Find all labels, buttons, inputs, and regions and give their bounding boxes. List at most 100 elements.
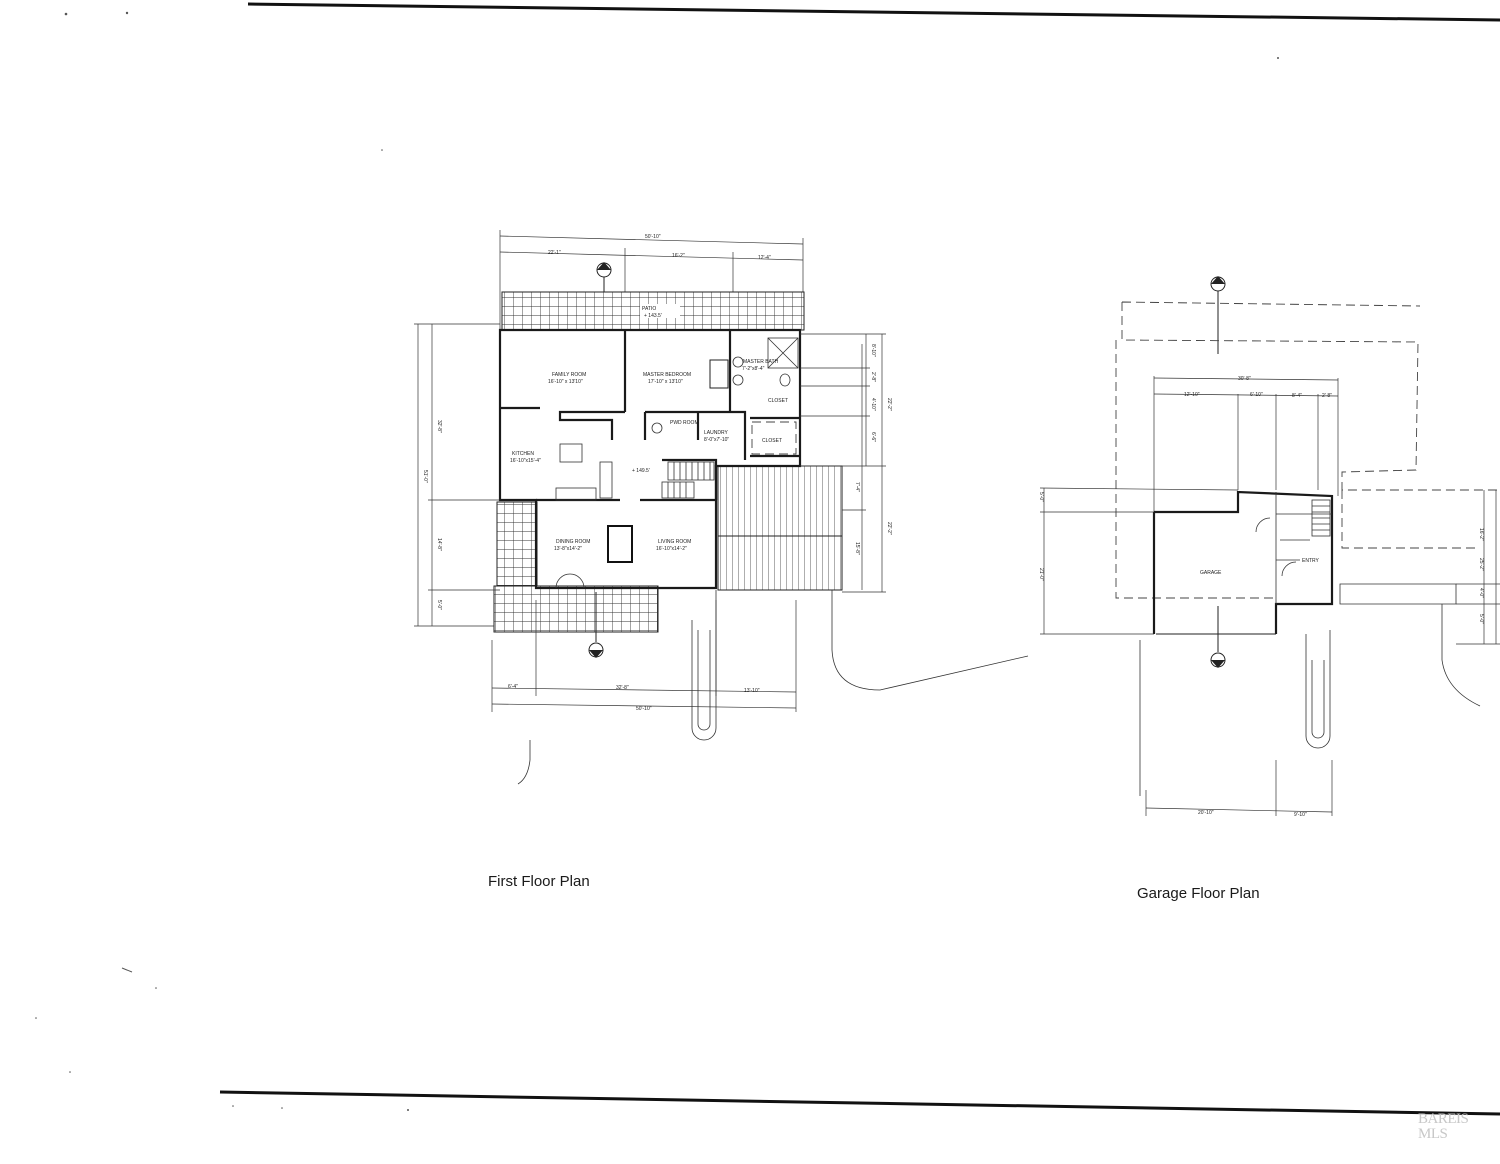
living-room-size: 16'-10"x14'-2" (656, 546, 687, 552)
fireplace-icon (709, 359, 729, 389)
sink-icon (732, 356, 744, 368)
sheet-top-rule (247, 2, 1500, 22)
dining-room-size: 13'-8"x14'-2" (554, 546, 582, 552)
garage-dim-bottom-1: 20'-10" (1198, 810, 1214, 816)
patio-elevation: + 143.5' (644, 313, 662, 319)
upper-floor-outline (1115, 301, 1500, 599)
family-room-label: FAMILY ROOM (552, 372, 586, 378)
upper-floor-outline (1341, 490, 1480, 549)
garage-dim-right-2: 25'-2" (1478, 558, 1484, 571)
family-room-size: 16'-10" x 13'10" (548, 379, 583, 385)
dim-right-8: 22'-2" (886, 522, 892, 535)
section-marker-icon (588, 592, 604, 658)
laundry-size: 8'-0"x7'-10" (704, 437, 729, 443)
kitchen-size: 16'-10"x15'-4" (510, 458, 541, 464)
fireplace-icon (607, 525, 633, 563)
toilet-icon (779, 373, 791, 387)
dim-bottom-2: 32'-8" (616, 685, 629, 691)
walkway (691, 590, 717, 741)
first-floor-right-dimensions: 8'-10" 2'-8" 4'-10" 6'-6" 7'-4" 15'-8" 2… (800, 333, 892, 593)
section-marker-icon (1210, 606, 1226, 668)
walkway (1305, 630, 1331, 749)
door-swing-icon (1255, 517, 1271, 533)
first-floor-left-dimensions: 32'-8" 51'-0" 14'-8" 5'-0" (414, 323, 500, 627)
dim-right-7: 22'-2" (886, 398, 892, 411)
closet-2-outline (751, 421, 797, 455)
deck-right (717, 465, 843, 537)
dim-left-2: 14'-8" (436, 538, 442, 551)
garage-dim-bottom-2: 9'-10" (1294, 812, 1307, 818)
master-bath-label: MASTER BATH (743, 359, 779, 365)
dim-top-1: 22'-1" (548, 250, 561, 256)
kitchen-counter (599, 461, 613, 499)
patio-bottom (493, 585, 659, 633)
elevation-note: + 149.5' (632, 468, 650, 474)
stairs (661, 461, 715, 499)
sink-icon (732, 374, 744, 386)
driveway-edge (1441, 604, 1481, 707)
garage-interior-walls (1275, 492, 1332, 604)
deck-steps (717, 535, 843, 591)
garage-floor-plan: 30'-8" 12'-10" 6'-10" 8'-4" 2'-8" GARAGE… (1038, 276, 1500, 818)
dim-right-6: 15'-8" (854, 542, 860, 555)
first-floor-plan: 50'-10" 22'-1" 16'-2" 12'-4" PATIO + 143… (414, 230, 1029, 785)
garage-right-dimensions: 16'-2" 25'-2" 4'-0" 5'-0" (1456, 490, 1500, 645)
walkway-inner (1311, 660, 1325, 739)
dim-left-overall: 51'-0" (422, 470, 428, 483)
mls-watermark: BAREIS MLS (1418, 1111, 1469, 1142)
garage-dim-left-2: 21'-0" (1038, 568, 1044, 581)
dim-bottom-3: 13'-10" (744, 688, 760, 694)
section-marker-icon (1210, 276, 1226, 354)
walkway-inner (697, 630, 711, 731)
door-swing-icon (1281, 561, 1297, 577)
dim-right-4: 6'-6" (870, 432, 876, 442)
first-floor-plan-caption: First Floor Plan (488, 873, 590, 890)
entry-label: ENTRY (1302, 558, 1320, 564)
garage-dim-right-1: 16'-2" (1478, 528, 1484, 541)
kitchen-counter (555, 487, 597, 501)
stairs (1311, 499, 1331, 537)
dim-top-2: 16'-2" (672, 253, 685, 259)
living-room-label: LIVING ROOM (658, 539, 691, 545)
toilet-icon (651, 422, 663, 434)
first-floor-exterior-walls (498, 328, 802, 590)
shower-icon (767, 337, 799, 369)
closet-2-label: CLOSET (762, 438, 782, 444)
dim-right-1: 8'-10" (870, 344, 876, 357)
garage-dim-right-3: 4'-0" (1478, 588, 1484, 598)
dining-room-label: DINING ROOM (556, 539, 590, 545)
retaining-wall (1339, 583, 1457, 605)
path-edge (517, 740, 531, 785)
master-bath-size: 7'-2"x8'-4" (742, 366, 765, 372)
powder-room-label: PWD ROOM (670, 420, 699, 426)
garage-dim-top-overall: 30'-8" (1238, 376, 1251, 382)
dim-left-3: 5'-0" (436, 600, 442, 610)
garage-label: GARAGE (1200, 570, 1222, 576)
dim-right-2: 2'-8" (870, 372, 876, 382)
garage-dim-left-1: 5'-0" (1038, 492, 1044, 502)
garage-dim-right-4: 5'-0" (1478, 614, 1484, 624)
patio-left (496, 501, 538, 591)
dim-top-3: 12'-4" (758, 255, 771, 261)
scan-artifacts (35, 11, 1279, 1111)
dim-bottom-overall: 50'-10" (636, 706, 652, 712)
patio-label: PATIO (642, 306, 656, 312)
driveway-edge (831, 590, 1029, 691)
garage-left-dimensions: 5'-0" 21'-0" (1038, 487, 1239, 635)
garage-floor-plan-caption: Garage Floor Plan (1137, 885, 1260, 902)
master-bedroom-label: MASTER BEDROOM (643, 372, 691, 378)
dim-left-1: 32'-8" (436, 420, 442, 433)
garage-bottom-dimensions: 20'-10" 9'-10" (1145, 760, 1333, 818)
garage-dim-top-4: 2'-8" (1322, 393, 1332, 399)
garage-dim-top-1: 12'-10" (1184, 392, 1200, 398)
dim-bottom-1: 6'-4" (508, 684, 518, 690)
garage-dim-top-3: 8'-4" (1292, 393, 1302, 399)
kitchen-label: KITCHEN (512, 451, 534, 457)
master-bedroom-size: 17'-10" x 13'10" (648, 379, 683, 385)
dim-top-overall: 50'-10" (645, 234, 661, 240)
first-floor-top-dimensions: 50'-10" 22'-1" 16'-2" 12'-4" (499, 230, 804, 330)
closet-1-label: CLOSET (768, 398, 788, 404)
sheet-bottom-rule (219, 1090, 1500, 1116)
